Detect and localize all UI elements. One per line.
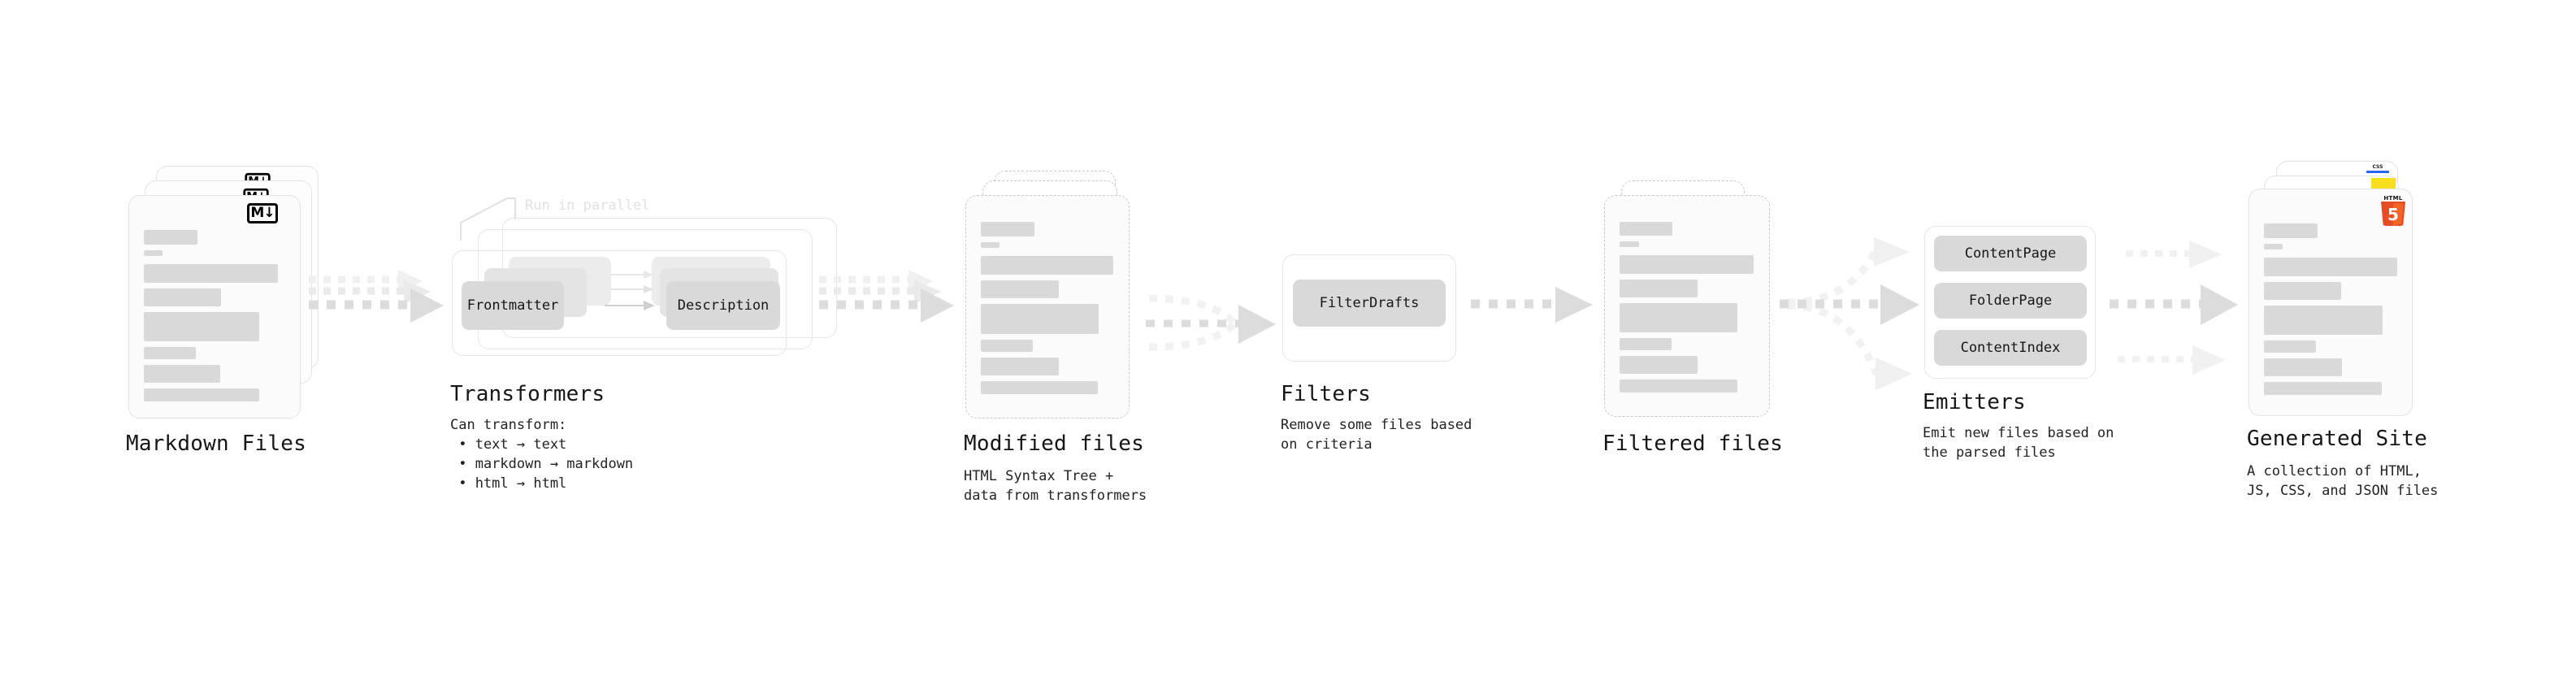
filters-box [1282, 254, 1456, 362]
modified-files-subtitle: HTML Syntax Tree + data from transformer… [964, 468, 1147, 504]
svg-text:5: 5 [2387, 205, 2399, 224]
emitters-subtitle: Emit new files based on the parsed files [1923, 425, 2114, 461]
markdown-file-content [144, 230, 287, 407]
pill-label: FilterDrafts [1319, 295, 1420, 311]
markdown-files-title: Markdown Files [126, 432, 306, 456]
content-line [144, 288, 221, 306]
content-line [2264, 340, 2316, 353]
css3-icon: CSS [2366, 164, 2389, 173]
pill-label: ContentPage [1964, 245, 2057, 262]
markdown-icon: M↓ [247, 203, 278, 223]
content-line [2264, 306, 2383, 335]
filtered-file-card-front [1604, 195, 1770, 417]
run-in-parallel-label: Run in parallel [525, 197, 650, 214]
content-line [144, 230, 197, 245]
filter-pill-filterdrafts[interactable]: FilterDrafts [1293, 280, 1446, 327]
content-line [2264, 358, 2342, 376]
emitters-title: Emitters [1923, 390, 2026, 414]
generated-site-title: Generated Site [2247, 427, 2427, 451]
html5-icon-wordmark: HTML [2383, 195, 2403, 202]
content-line [1620, 255, 1754, 274]
content-line [981, 280, 1059, 298]
js-icon [2371, 178, 2396, 191]
connector-filters-to-filtered [1471, 287, 1593, 323]
content-line [2264, 258, 2397, 276]
transformer-pill-description[interactable]: Description [666, 281, 780, 330]
content-line [1620, 222, 1672, 236]
connector-filtered-to-emitters [1780, 237, 1919, 390]
content-line [981, 381, 1098, 394]
content-line [144, 312, 259, 341]
generated-site-subtitle: A collection of HTML, JS, CSS, and JSON … [2247, 463, 2439, 499]
transformer-inner-arrows [605, 271, 655, 310]
modified-files-title: Modified files [964, 432, 1144, 456]
run-in-parallel-bracket [460, 197, 516, 241]
pill-label: Frontmatter [466, 297, 559, 314]
html5-icon-shield: 5 [2381, 202, 2405, 228]
transformers-title: Transformers [450, 382, 605, 406]
content-line [1620, 356, 1698, 374]
content-line [144, 250, 163, 256]
markdown-file-card-front [128, 195, 301, 419]
filters-title: Filters [1281, 382, 1371, 406]
filters-subtitle: Remove some files based on criteria [1281, 417, 1472, 453]
content-line [981, 304, 1099, 334]
content-line [2264, 382, 2382, 395]
content-line [981, 256, 1113, 275]
pill-label: FolderPage [1968, 293, 2053, 309]
connector-emitters-to-site [2110, 241, 2238, 375]
html5-icon: HTML 5 [2379, 195, 2407, 228]
content-line [1620, 303, 1737, 332]
modified-file-card-front [965, 195, 1130, 419]
transformer-pill-frontmatter[interactable]: Frontmatter [462, 281, 564, 330]
content-line [144, 365, 220, 383]
content-line [144, 388, 259, 401]
transformers-subtitle: Can transform: • text → text • markdown … [450, 417, 634, 492]
connector-markdown-to-transformers [309, 270, 444, 323]
content-line [981, 222, 1034, 236]
content-line [1620, 280, 1698, 297]
connector-modified-to-filters [1146, 294, 1276, 351]
connector-transformers-to-modified [819, 270, 954, 323]
content-line [1620, 338, 1672, 350]
markdown-icon-arrow: ↓ [263, 205, 275, 221]
emitters-box [1924, 226, 2096, 379]
content-line [2264, 223, 2318, 238]
emitter-pill-contentindex[interactable]: ContentIndex [1934, 330, 2087, 366]
content-line [144, 264, 278, 283]
pill-label: Description [677, 297, 770, 314]
content-line [981, 340, 1033, 352]
content-line [981, 242, 1000, 248]
emitter-pill-folderpage[interactable]: FolderPage [1934, 283, 2087, 319]
modified-file-content [981, 222, 1116, 400]
emitter-pill-contentpage[interactable]: ContentPage [1934, 236, 2087, 271]
content-line [1620, 241, 1639, 247]
content-line [1620, 380, 1737, 393]
pill-label: ContentIndex [1960, 340, 2061, 356]
content-line [144, 347, 196, 359]
content-line [2264, 282, 2341, 300]
filtered-files-title: Filtered files [1602, 432, 1783, 456]
generated-file-card-html [2249, 189, 2413, 416]
filtered-file-content [1620, 222, 1756, 398]
generated-file-content [2264, 223, 2399, 401]
transformer-layer-front [452, 250, 787, 356]
markdown-icon-letter: M [250, 205, 264, 221]
content-line [2264, 244, 2283, 249]
content-line [981, 358, 1059, 375]
css3-icon-underline [2366, 171, 2389, 173]
css3-icon-label: CSS [2372, 164, 2383, 170]
